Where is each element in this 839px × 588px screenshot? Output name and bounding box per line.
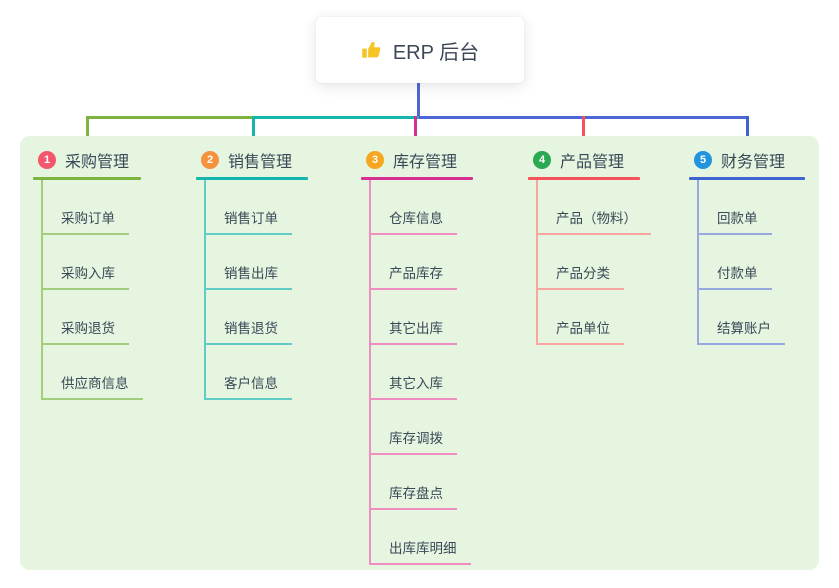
mindmap-node[interactable]: 采购入库 [43,262,129,290]
branch-finance-label: 财务管理 [721,154,786,171]
mindmap-node[interactable]: 仓库信息 [371,207,457,235]
connector-stub-5 [746,116,749,149]
mindmap-node[interactable]: 销售退货 [206,317,292,345]
mindmap-node[interactable]: 回款单 [699,207,772,235]
connector-stub-2 [252,116,255,149]
node-row: 回款单 [699,180,805,235]
mindmap-node[interactable]: 产品分类 [538,262,624,290]
node-row: 产品分类 [538,235,640,290]
connector-stub-1 [86,116,89,149]
branch-finance-topic[interactable]: 5 财务管理 [689,147,805,173]
badge-1: 1 [38,151,56,169]
mindmap-node[interactable]: 付款单 [699,262,772,290]
node-row: 其它入库 [371,345,473,400]
node-row: 库存调拨 [371,400,473,455]
branch-inventory-underline [361,177,473,180]
node-row: 销售退货 [206,290,308,345]
mindmap-node[interactable]: 产品（物料） [538,207,651,235]
branch-sales-label: 销售管理 [228,154,293,171]
branch-purchase: 1 采购管理 采购订单 采购入库 采购退货 供应商信息 [33,147,143,400]
mindmap-node[interactable]: 产品库存 [371,262,457,290]
branch-purchase-label: 采购管理 [65,154,130,171]
branch-finance-underline [689,177,805,180]
node-row: 仓库信息 [371,180,473,235]
badge-2: 2 [201,151,219,169]
branch-purchase-topic[interactable]: 1 采购管理 [33,147,141,173]
connector-bus-teal [254,116,419,119]
node-row: 产品单位 [538,290,640,345]
connector-stub-3 [414,116,417,149]
branch-product: 4 产品管理 产品（物料） 产品分类 产品单位 [528,147,651,345]
node-row: 产品库存 [371,235,473,290]
node-row: 采购订单 [43,180,141,235]
connector-root-stem [417,83,420,118]
thumbs-up-icon [361,39,383,61]
node-row: 销售订单 [206,180,308,235]
node-row: 库存盘点 [371,455,473,510]
badge-5: 5 [694,151,712,169]
node-row: 客户信息 [206,345,308,400]
branch-product-topic[interactable]: 4 产品管理 [528,147,640,173]
branch-finance: 5 财务管理 回款单 付款单 结算账户 [689,147,805,345]
badge-4: 4 [533,151,551,169]
mindmap-node[interactable]: 结算账户 [699,317,785,345]
connector-stub-4 [582,116,585,149]
node-row: 出库库明细 [371,510,473,565]
badge-3: 3 [366,151,384,169]
node-row: 其它出库 [371,290,473,345]
branch-sales-underline [196,177,308,180]
branch-inventory-label: 库存管理 [393,154,458,171]
root-label: ERP 后台 [392,41,480,64]
branch-inventory: 3 库存管理 仓库信息 产品库存 其它出库 其它入库 库存调拨 库存盘点 出库库… [361,147,473,565]
node-row: 付款单 [699,235,805,290]
branch-inventory-children: 仓库信息 产品库存 其它出库 其它入库 库存调拨 库存盘点 出库库明细 [369,180,473,565]
branch-finance-children: 回款单 付款单 结算账户 [697,180,805,345]
branch-purchase-underline [33,177,141,180]
node-row: 产品（物料） [538,180,651,235]
mindmap-node[interactable]: 出库库明细 [371,537,471,565]
node-row: 采购入库 [43,235,141,290]
mindmap-node[interactable]: 库存调拨 [371,427,457,455]
connector-bus-green [86,116,254,119]
node-row: 结算账户 [699,290,805,345]
branch-sales: 2 销售管理 销售订单 销售出库 销售退货 客户信息 [196,147,308,400]
branch-sales-children: 销售订单 销售出库 销售退货 客户信息 [204,180,308,400]
mindmap-node[interactable]: 采购退货 [43,317,129,345]
mindmap-node[interactable]: 产品单位 [538,317,624,345]
branch-product-label: 产品管理 [560,154,625,171]
branch-sales-topic[interactable]: 2 销售管理 [196,147,308,173]
mindmap-node[interactable]: 客户信息 [206,372,292,400]
node-row: 供应商信息 [43,345,143,400]
mindmap-panel [20,136,819,570]
node-row: 销售出库 [206,235,308,290]
branch-product-underline [528,177,640,180]
root-node[interactable]: ERP 后台 [316,17,524,83]
branch-purchase-children: 采购订单 采购入库 采购退货 供应商信息 [41,180,143,400]
mindmap-node[interactable]: 销售订单 [206,207,292,235]
mindmap-node[interactable]: 销售出库 [206,262,292,290]
mindmap-node[interactable]: 采购订单 [43,207,129,235]
mindmap-node[interactable]: 其它出库 [371,317,457,345]
mindmap-node[interactable]: 其它入库 [371,372,457,400]
mindmap-node[interactable]: 供应商信息 [43,372,143,400]
branch-product-children: 产品（物料） 产品分类 产品单位 [536,180,651,345]
branch-inventory-topic[interactable]: 3 库存管理 [361,147,473,173]
node-row: 采购退货 [43,290,141,345]
mindmap-node[interactable]: 库存盘点 [371,482,457,510]
